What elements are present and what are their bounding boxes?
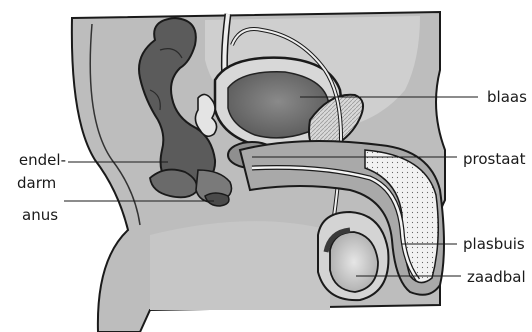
- label-anus: anus: [22, 206, 58, 224]
- label-plasbuis: plasbuis: [463, 235, 525, 253]
- label-zaadbal: zaadbal: [467, 268, 526, 286]
- label-prostaat: prostaat: [463, 150, 526, 168]
- label-blaas: blaas: [487, 88, 527, 106]
- label-endeldarm-line1: endel-: [6, 151, 66, 169]
- label-endeldarm-line2: darm: [17, 174, 56, 192]
